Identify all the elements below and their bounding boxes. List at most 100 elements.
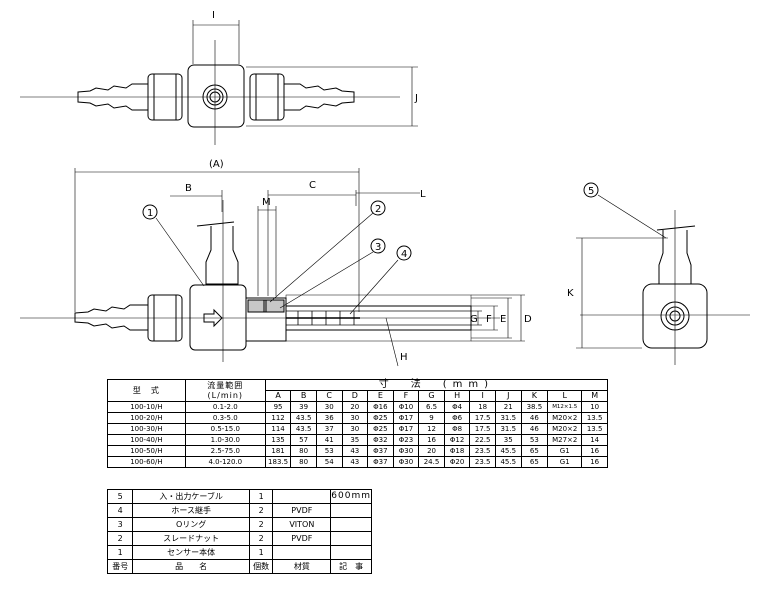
dim-value-cell: 24.5 [418, 456, 445, 468]
dim-value-cell: M12×1.5 [547, 401, 583, 413]
dim-label-d: D [524, 314, 532, 325]
col-flow-unit: (L/min) [207, 390, 244, 400]
dim-value-cell: 17.5 [469, 423, 496, 435]
callout-4-circle [396, 245, 412, 261]
dim-value-cell: 30 [315, 401, 343, 413]
dimension-table-header-row: 型 式 流量範囲 (L/min) 寸 法 (mm) [107, 379, 609, 402]
parts-no-cell: 1 [106, 545, 134, 560]
dim-value-cell: 53 [520, 434, 549, 446]
dim-value-cell: Φ25 [367, 423, 394, 435]
flow-range-cell: 4.0-120.0 [184, 456, 266, 468]
col-model-header: 型 式 [107, 379, 186, 402]
callout-2-circle [370, 200, 386, 216]
dim-value-cell: 13.5 [581, 423, 608, 435]
dim-value-cell: 10 [581, 401, 608, 413]
dim-value-cell: 30 [341, 412, 369, 424]
flow-range-cell: 2.5-75.0 [184, 445, 266, 457]
dim-value-cell: 35 [494, 434, 522, 446]
dim-letter-header: I [469, 390, 496, 402]
callout-3-circle [370, 238, 386, 254]
dim-value-cell: 16 [581, 456, 608, 468]
side-view [576, 194, 750, 365]
dim-value-cell: 95 [264, 401, 292, 413]
parts-name-cell: Oリング [132, 517, 250, 532]
parts-name-cell: スレードナット [132, 531, 250, 546]
dim-value-cell: Φ20 [443, 456, 471, 468]
dim-value-cell: Φ10 [392, 401, 420, 413]
callout-2: 2 [375, 204, 381, 215]
dim-value-cell: Φ37 [367, 456, 394, 468]
dim-value-cell: 135 [264, 434, 292, 446]
dim-value-cell: Φ17 [392, 412, 420, 424]
dim-value-cell: 57 [290, 434, 317, 446]
dim-value-cell: 54 [315, 456, 343, 468]
dim-letter-header: G [418, 390, 445, 402]
top-view [20, 20, 418, 145]
dim-value-cell: 13.5 [581, 412, 608, 424]
callout-1: 1 [147, 208, 153, 219]
dim-letter-header: M [581, 390, 608, 402]
dim-value-cell: Φ8 [443, 423, 471, 435]
dim-value-cell: 39 [290, 401, 317, 413]
dim-value-cell: 14 [581, 434, 608, 446]
dim-letter-header: H [443, 390, 471, 402]
parts-no-cell: 2 [106, 531, 134, 546]
parts-no-cell: 4 [106, 503, 134, 518]
dim-label-c: C [309, 180, 316, 191]
dim-letter-header: L [547, 390, 583, 402]
dim-value-cell: 43 [341, 456, 369, 468]
dim-value-cell: M20×2 [547, 423, 583, 435]
dim-letter-header: E [367, 390, 394, 402]
parts-col-no: 番号 [106, 559, 134, 574]
dim-value-cell: M27×2 [547, 434, 583, 446]
parts-col-qty: 個数 [248, 559, 274, 574]
dim-letter-header: B [290, 390, 317, 402]
flow-range-cell: 0.5-15.0 [184, 423, 266, 435]
dim-value-cell: 181 [264, 445, 292, 457]
dim-value-cell: M20×2 [547, 412, 583, 424]
parts-name-cell: センサー本体 [132, 545, 250, 560]
dim-value-cell: 16 [418, 434, 445, 446]
parts-no-cell: 3 [106, 517, 134, 532]
parts-qty-cell: 1 [248, 489, 274, 504]
dim-value-cell: 80 [290, 445, 317, 457]
dim-value-cell: 23.5 [469, 445, 496, 457]
dim-value-cell: 9 [418, 412, 445, 424]
parts-memo-cell [330, 517, 372, 532]
dim-value-cell: 45.5 [494, 456, 522, 468]
dim-letter-header: F [392, 390, 420, 402]
dim-value-cell: 6.5 [418, 401, 445, 413]
model-cell: 100-60/H [107, 456, 186, 468]
dim-label-l: L [420, 189, 426, 200]
dim-value-cell: G1 [547, 445, 583, 457]
dim-letter-header: D [341, 390, 369, 402]
dim-label-i: I [212, 10, 215, 21]
dim-value-cell: 65 [520, 445, 549, 457]
parts-material-cell: PVDF [272, 503, 332, 518]
dim-letter-header: K [520, 390, 549, 402]
dim-value-cell: 183.5 [264, 456, 292, 468]
callout-4: 4 [401, 249, 407, 260]
dim-value-cell: 35 [341, 434, 369, 446]
model-cell: 100-20/H [107, 412, 186, 424]
col-flow-title: 流量範囲 [207, 380, 244, 390]
dim-value-cell: 41 [315, 434, 343, 446]
parts-qty-cell: 2 [248, 503, 274, 518]
dim-value-cell: Φ25 [367, 412, 394, 424]
dim-value-cell: Φ30 [392, 445, 420, 457]
dim-value-cell: 80 [290, 456, 317, 468]
parts-name-cell: 入・出力ケーブル [132, 489, 250, 504]
dim-value-cell: 114 [264, 423, 292, 435]
parts-name-cell: ホース継手 [132, 503, 250, 518]
parts-no-cell: 5 [106, 489, 134, 504]
dim-label-g: G [470, 314, 478, 325]
